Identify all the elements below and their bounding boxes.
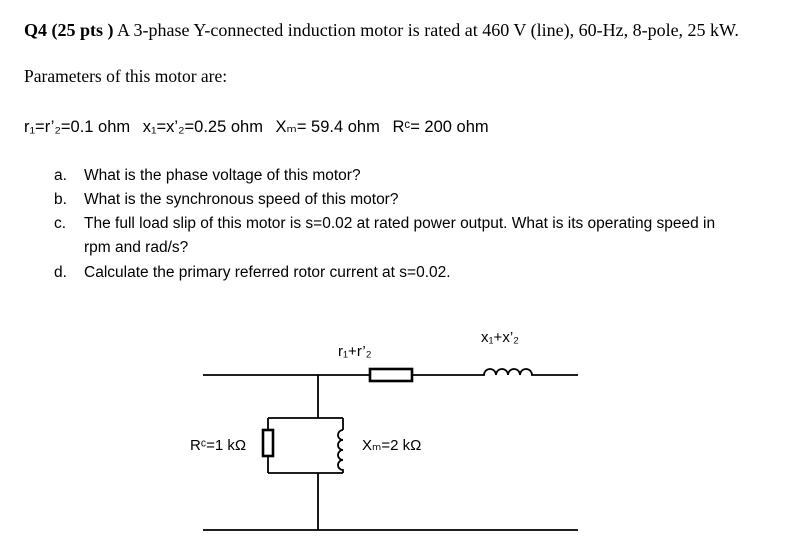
- series-resistor-symbol: [368, 367, 414, 383]
- item-text: The full load slip of this motor is s=0.…: [84, 215, 716, 232]
- core-resistance-label: Rᶜ=1 kΩ: [190, 437, 246, 454]
- magnetizing-inductor-symbol: [337, 429, 344, 473]
- param-core-resistance: Rᶜ= 200 ohm: [392, 118, 489, 136]
- item-c: c. The full load slip of this motor is s=…: [54, 215, 715, 233]
- item-d: d. Calculate the primary referred rotor c…: [54, 264, 451, 282]
- parameters-heading: Parameters of this motor are:: [24, 66, 228, 86]
- question-points: (25 pts ): [51, 20, 114, 40]
- param-magnetizing-reactance: Xₘ= 59.4 ohm: [275, 118, 380, 136]
- item-c-continuation: rpm and rad/s?: [84, 239, 189, 256]
- question-number: Q4: [24, 20, 48, 40]
- item-label: b.: [54, 191, 67, 208]
- magnetizing-reactance-label: Xₘ=2 kΩ: [362, 437, 421, 454]
- item-label: d.: [54, 264, 67, 281]
- question-header: Q4 (25 pts ) A 3-phase Y-connected induc…: [24, 20, 739, 41]
- question-statement: A 3-phase Y-connected induction motor is…: [117, 20, 739, 40]
- param-reactance: x₁=x’₂=0.25 ohm: [142, 118, 263, 136]
- item-text: What is the synchronous speed of this mo…: [84, 191, 399, 208]
- item-a: a. What is the phase voltage of this moto…: [54, 167, 361, 185]
- core-resistor-symbol: [261, 428, 275, 458]
- series-resistance-label: r₁+r’₂: [338, 343, 372, 360]
- item-text: Calculate the primary referred rotor cur…: [84, 264, 451, 281]
- series-inductor-symbol: [478, 368, 538, 376]
- series-reactance-label: x₁+x’₂: [481, 329, 519, 346]
- item-label: c.: [54, 215, 67, 232]
- item-text: What is the phase voltage of this motor?: [84, 167, 361, 184]
- item-label: a.: [54, 167, 67, 184]
- parameters-line: r₁=r’₂=0.1 ohm x₁=x’₂=0.25 ohm Xₘ= 59.4 …: [24, 117, 497, 137]
- param-resistance: r₁=r’₂=0.1 ohm: [24, 118, 131, 136]
- item-b: b. What is the synchronous speed of this …: [54, 191, 398, 209]
